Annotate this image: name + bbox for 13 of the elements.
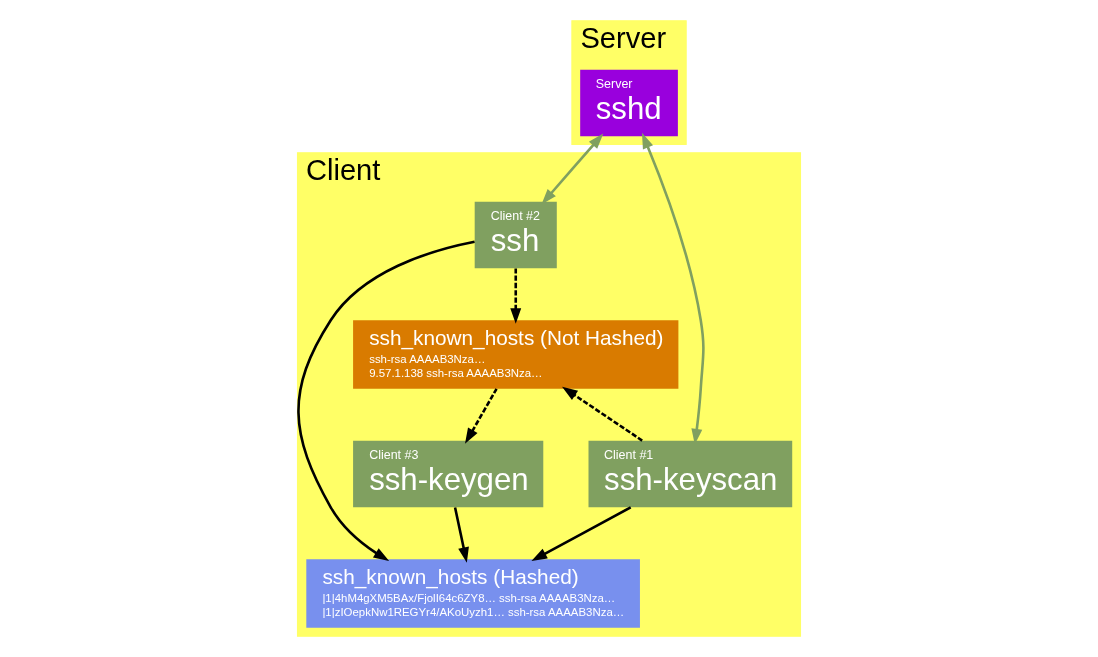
node-box: ssh_known_hosts (Not Hashed) ssh-rsa AAAAB3Nza… 9.57.1.138 ssh-rsa AAAAB3Nza… (353, 320, 679, 389)
arrow (541, 133, 604, 205)
node-box: ssh_known_hosts (Hashed) |1|4hM4gXM5BAx/FjolI64c6ZY8… ssh-rsa AAAAB3Nza… |1|zIOepkNw1REGYr4/AKoUyzh1… ssh-rsa AAAAB3Nza… (306, 559, 640, 628)
node-box: Server sshd (580, 69, 678, 137)
arrow (510, 268, 522, 324)
arrow (464, 388, 498, 444)
node-box: Client #2 ssh (474, 201, 557, 269)
arrow (531, 506, 632, 561)
node-box: Client #3 ssh-keygen (353, 440, 544, 508)
arrow (453, 507, 469, 563)
arrow (297, 240, 475, 562)
arrow (562, 386, 643, 442)
node-box: Client #1 ssh-keyscan (588, 440, 793, 508)
